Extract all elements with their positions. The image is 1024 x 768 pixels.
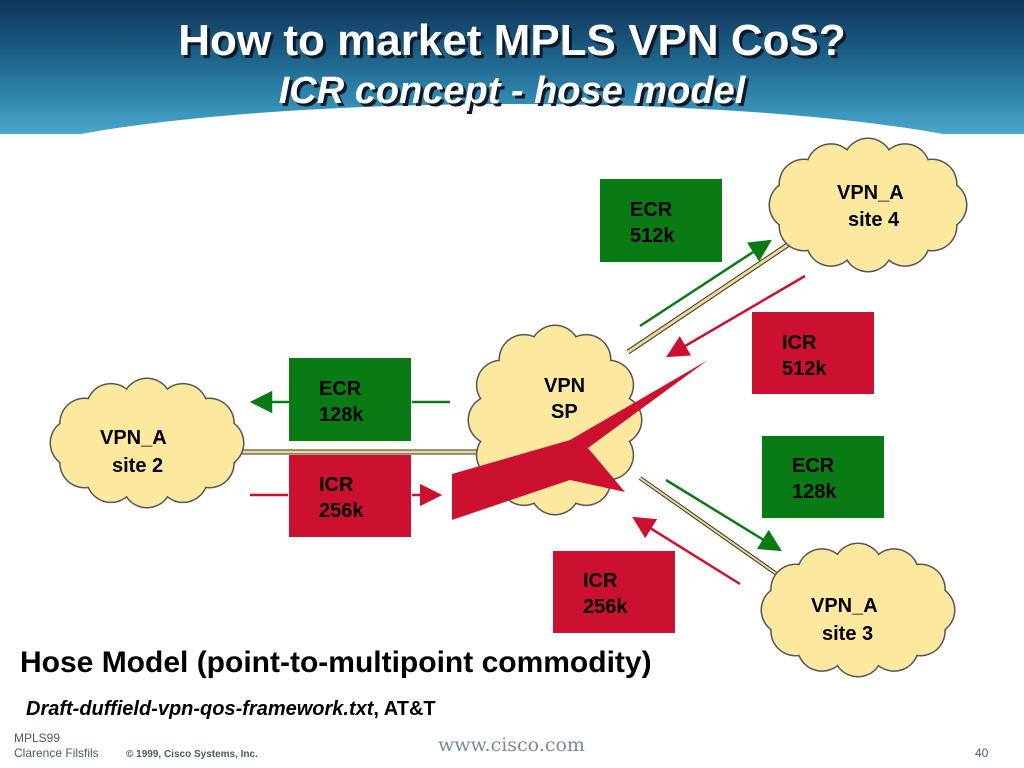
core-label-line1: VPN (544, 375, 586, 397)
site2-label-line2: site 2 (112, 455, 164, 477)
icr-site3-type: ICR (583, 570, 618, 592)
reference-line: Draft-duffield-vpn-qos-framework.txt, AT… (26, 698, 436, 721)
icr-site2-type: ICR (319, 474, 354, 496)
ecr-site3-type: ECR (792, 455, 835, 477)
core-label-line2: SP (551, 401, 578, 423)
footer-copyright: © 1999, Cisco Systems, Inc. (126, 749, 258, 760)
ecr-site2-rate: 128k (319, 404, 364, 426)
cloud-vpn-a-site4 (768, 137, 968, 273)
icr-site4-rate: 512k (782, 358, 827, 380)
ecr-box-site2 (289, 358, 411, 441)
icr-box-site3 (553, 551, 675, 633)
icr-box-site4 (752, 312, 874, 394)
ecr-box-site3 (762, 436, 884, 518)
reference-org: , AT&T (373, 698, 436, 720)
site3-label-line2: site 3 (822, 623, 874, 645)
cloud-vpn-a-site2 (49, 377, 245, 509)
ecr-site4-rate: 512k (630, 225, 675, 247)
footer-author: Clarence Filsfils (14, 746, 99, 760)
site3-label-line1: VPN_A (811, 595, 878, 617)
ecr-arrow-site3 (665, 478, 782, 552)
site4-label-line2: site 4 (848, 209, 900, 231)
link-core-site3 (638, 476, 790, 584)
hose-funnel-shape (452, 360, 708, 520)
site4-label-line1: VPN_A (837, 182, 904, 204)
icr-site2-rate: 256k (319, 500, 364, 522)
hose-model-heading: Hose Model (point-to-multipoint commodit… (20, 646, 652, 679)
site2-label-line1: VPN_A (100, 427, 167, 449)
footer-url: www.cisco.com (438, 734, 585, 756)
ecr-box-site4 (600, 179, 722, 262)
ecr-arrow-site4 (639, 239, 772, 328)
icr-arrow-site3 (632, 516, 741, 586)
slide-subtitle: ICR concept - hose model (278, 70, 746, 112)
icr-box-site2 (289, 455, 411, 537)
icr-site3-rate: 256k (583, 596, 628, 618)
page-number: 40 (975, 746, 989, 760)
ecr-site2-type: ECR (319, 378, 362, 400)
icr-arrow-site4 (666, 274, 806, 358)
footer-event: MPLS99 (14, 731, 61, 745)
icr-site4-type: ICR (782, 332, 817, 354)
slide-title: How to market MPLS VPN CoS? (178, 16, 846, 65)
title-banner (0, 0, 1024, 134)
ecr-site4-type: ECR (630, 199, 673, 221)
footer-meta: MPLS99 Clarence Filsfils (14, 731, 99, 761)
ecr-site3-rate: 128k (792, 481, 837, 503)
cloud-vpn-a-site3 (760, 542, 956, 678)
reference-file: Draft-duffield-vpn-qos-framework.txt (26, 698, 374, 720)
